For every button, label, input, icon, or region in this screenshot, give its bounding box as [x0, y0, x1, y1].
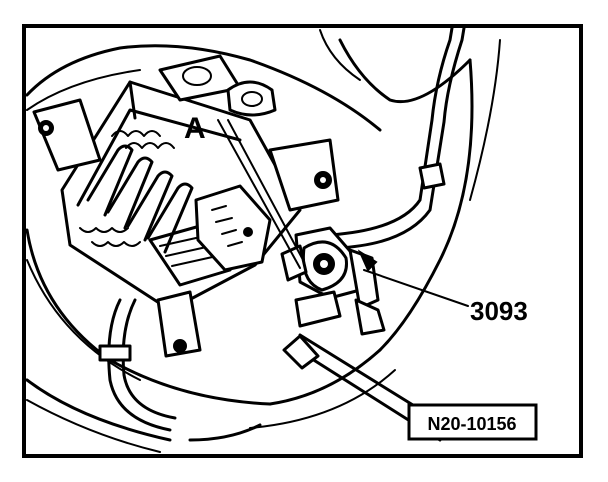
figure-id-label: N20-10156: [427, 414, 516, 434]
leader-3093: [363, 269, 469, 307]
leader-a: [217, 119, 301, 269]
internal-ribs: [79, 130, 232, 287]
callout-a: A: [184, 112, 206, 145]
drawing-body: [25, 26, 501, 453]
figure-id-box: [407, 403, 538, 441]
tool-3093: [280, 226, 386, 336]
tool-number-label: 3093: [470, 296, 528, 326]
